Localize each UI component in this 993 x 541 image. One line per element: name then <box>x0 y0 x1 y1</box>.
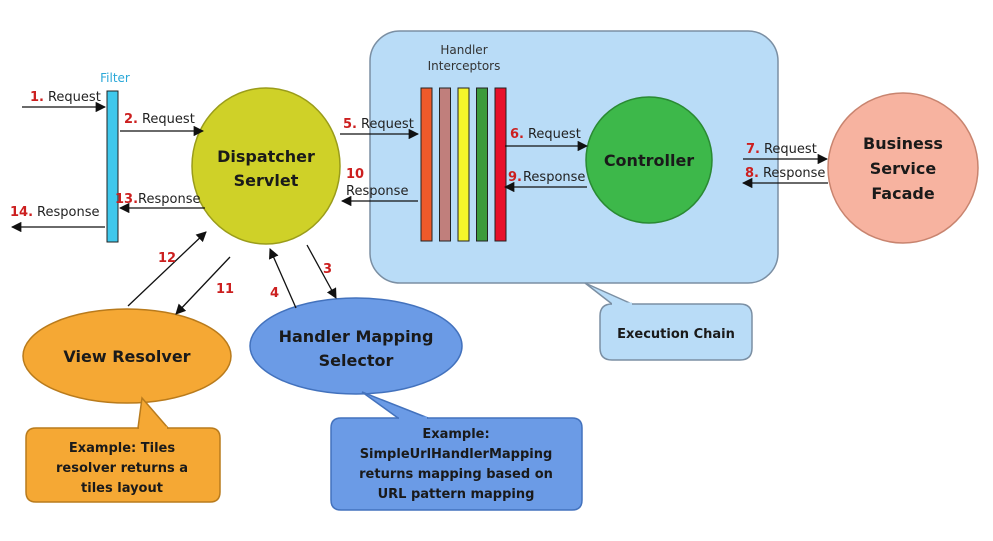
business-label-line2: Service <box>870 159 937 178</box>
step-11-label: 11 <box>216 282 234 297</box>
execution-chain-callout-tail <box>584 282 633 305</box>
arrow-step-3 <box>306 244 337 299</box>
step-6-label: 6.Request <box>510 127 581 142</box>
interceptor-bar-3 <box>457 87 470 242</box>
view-example-line3: tiles layout <box>81 481 163 496</box>
step-3-label: 3 <box>323 262 332 277</box>
mapping-example-line1: Example: <box>422 427 489 442</box>
mapping-example-line4: URL pattern mapping <box>378 487 535 502</box>
filter-label: Filter <box>100 71 130 85</box>
handler-mapping-label-line1: Handler Mapping <box>279 327 434 346</box>
mapping-example-line2: SimpleUrlHandlerMapping <box>360 447 553 462</box>
arrow-step-4 <box>269 248 297 309</box>
interceptors-label-line1: Handler <box>440 43 487 57</box>
view-example-callout <box>25 427 221 503</box>
business-service-node <box>827 92 979 244</box>
controller-node <box>585 96 713 224</box>
business-label-line1: Business <box>863 134 943 153</box>
step-8-label: 8.Response <box>745 166 825 181</box>
interceptor-bar-5 <box>494 87 507 242</box>
interceptor-bar-1 <box>420 87 433 242</box>
view-example-line1: Example: Tiles <box>69 441 175 456</box>
step-14-label: 14.Response <box>10 205 99 220</box>
mapping-example-line3: returns mapping based on <box>359 467 553 482</box>
view-example-line2: resolver returns a <box>56 461 188 476</box>
execution-chain-container <box>369 30 779 284</box>
view-resolver-node <box>22 308 232 404</box>
handler-mapping-label-line2: Selector <box>319 351 394 370</box>
interceptors-label-line2: Interceptors <box>428 59 501 73</box>
step-10-number: 10 <box>346 167 364 182</box>
view-resolver-label: View Resolver <box>63 347 190 366</box>
step-4-label: 4 <box>270 286 279 301</box>
step-10-text: Response <box>346 184 408 199</box>
execution-chain-label: Execution Chain <box>617 327 735 342</box>
execution-chain-callout <box>599 303 753 361</box>
arrow-step-12 <box>127 231 207 307</box>
interceptor-bar-2 <box>439 87 451 242</box>
step-12-label: 12 <box>158 251 176 266</box>
controller-label: Controller <box>604 151 694 170</box>
step-2-label: 2.Request <box>124 112 195 127</box>
interceptor-bars <box>420 87 507 242</box>
dispatcher-label-line1: Dispatcher <box>217 147 315 166</box>
mapping-example-callout <box>330 417 583 511</box>
business-label-line3: Facade <box>871 184 935 203</box>
step-1-label: 1.Request <box>30 90 101 105</box>
mapping-example-callout-tail <box>361 391 429 419</box>
arrow-step-11 <box>175 256 231 315</box>
dispatcher-label-line2: Servlet <box>234 171 299 190</box>
step-5-label: 5.Request <box>343 117 414 132</box>
interceptor-bar-4 <box>476 87 488 242</box>
dispatcher-servlet-node <box>191 87 341 245</box>
filter-bar <box>106 90 119 243</box>
view-example-callout-tail <box>137 396 170 429</box>
step-13-label: 13.Response <box>115 192 200 207</box>
handler-mapping-node <box>249 297 463 395</box>
step-7-label: 7.Request <box>746 142 817 157</box>
step-9-label: 9.Response <box>508 170 585 185</box>
